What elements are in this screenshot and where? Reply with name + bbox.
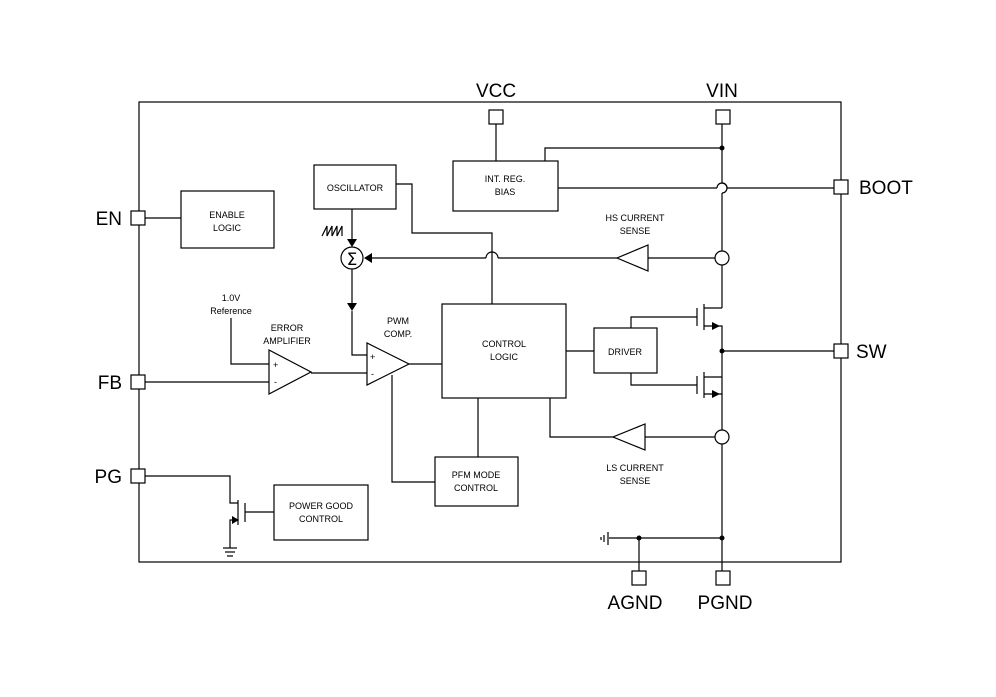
pfm-label-1: PFM MODE <box>452 470 501 480</box>
enable-logic-label-2: LOGIC <box>213 223 242 233</box>
hs-sense-label-2: SENSE <box>620 226 651 236</box>
driver-label: DRIVER <box>608 347 643 357</box>
fb-label: FB <box>98 373 122 394</box>
pfm-label-2: CONTROL <box>454 483 498 493</box>
boot-pin <box>833 179 849 195</box>
fb-pin <box>130 374 146 390</box>
control-logic-label-2: LOGIC <box>490 352 519 362</box>
en-pin <box>130 210 146 226</box>
driver-block <box>593 327 658 374</box>
pfm-mode-control-block <box>434 456 519 507</box>
error-amplifier-symbol <box>268 349 313 395</box>
power-good-label-1: POWER GOOD <box>289 501 354 511</box>
pwm-comp-minus: - <box>371 369 374 379</box>
pg-label: PG <box>95 467 122 488</box>
control-logic-label-1: CONTROL <box>482 339 526 349</box>
pwm-comparator-symbol <box>366 342 411 386</box>
pgnd-pin <box>715 570 731 586</box>
error-amp-label-2: AMPLIFIER <box>263 336 311 346</box>
pgnd-label: PGND <box>698 593 753 614</box>
vcc-label: VCC <box>476 81 516 102</box>
agnd-pin <box>631 570 647 586</box>
int-reg-bias-block <box>452 160 559 212</box>
int-reg-label-2: BIAS <box>495 187 516 197</box>
sum-symbol: Σ <box>347 250 358 270</box>
vin-label: VIN <box>706 81 738 102</box>
ls-sense-label-2: SENSE <box>620 476 651 486</box>
pwm-comp-label-2: COMP. <box>384 329 412 339</box>
power-good-label-2: CONTROL <box>299 514 343 524</box>
error-amp-minus: - <box>274 377 277 387</box>
reference-label-2: Reference <box>210 306 252 316</box>
error-amp-label-1: ERROR <box>271 323 304 333</box>
sawtooth-icon <box>321 225 343 237</box>
wiring <box>145 124 834 571</box>
pwm-comp-label-1: PWM <box>387 316 409 326</box>
vin-pin <box>715 109 731 125</box>
pwm-comp-plus: + <box>370 352 375 362</box>
sw-pin <box>833 343 849 359</box>
hs-sense-label-1: HS CURRENT <box>605 213 665 223</box>
enable-logic-label-1: ENABLE <box>209 210 245 220</box>
vcc-pin <box>488 109 504 125</box>
oscillator-label: OSCILLATOR <box>327 183 384 193</box>
control-logic-block <box>441 303 567 399</box>
ls-sense-label-1: LS CURRENT <box>606 463 664 473</box>
en-label: EN <box>96 209 122 230</box>
boot-label: BOOT <box>859 178 913 199</box>
power-good-control-block <box>273 484 369 541</box>
enable-logic-block <box>180 190 275 249</box>
reference-label-1: 1.0V <box>222 293 241 303</box>
sw-label: SW <box>856 342 887 363</box>
agnd-label: AGND <box>608 593 663 614</box>
pg-pin <box>130 468 146 484</box>
int-reg-label-1: INT. REG. <box>485 174 526 184</box>
oscillator-block <box>313 164 397 210</box>
hs-sense-point <box>714 250 730 266</box>
error-amp-plus: + <box>273 360 278 370</box>
ls-sense-point <box>714 429 730 445</box>
